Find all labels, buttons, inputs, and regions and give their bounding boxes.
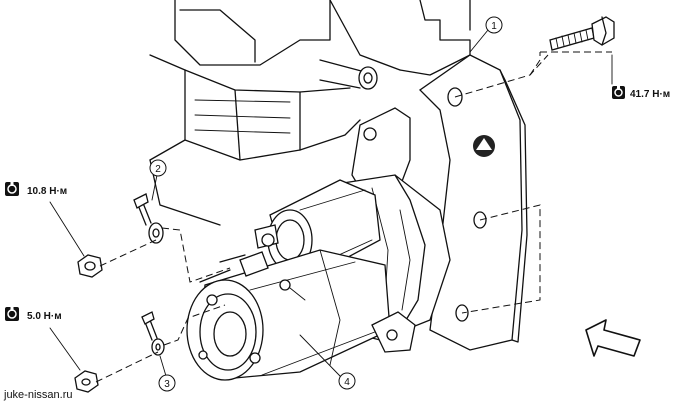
starter-motor xyxy=(186,107,451,381)
callout-2: 2 xyxy=(149,159,167,201)
torque-wrench-icon xyxy=(5,307,19,321)
callout-4-number: 4 xyxy=(344,377,350,388)
torque-wrench-icon xyxy=(5,182,19,196)
torque-label-terminal-large: 10.8 Н·м xyxy=(27,186,67,197)
transmission-flange xyxy=(418,54,528,351)
callout-1-number: 1 xyxy=(491,21,497,32)
torque-label-mount-bolt: 41.7 Н·м xyxy=(630,89,670,100)
washer-upper xyxy=(133,193,164,244)
mounting-bolt xyxy=(549,16,615,51)
torque-spec-mount-bolt: 41.7 Н·м xyxy=(611,54,670,100)
watermark-text: juke-nissan.ru xyxy=(3,389,72,401)
torque-spec-terminal-small: 5.0 Н·м xyxy=(5,307,81,371)
callout-2-number: 2 xyxy=(155,164,161,175)
front-direction-arrow-icon xyxy=(585,319,641,357)
terminal-nut-large xyxy=(77,254,103,278)
torque-spec-terminal-large: 10.8 Н·м xyxy=(5,182,85,257)
callout-1: 1 xyxy=(469,16,503,53)
alignment-lines xyxy=(95,51,612,383)
callout-3: 3 xyxy=(158,355,176,392)
callout-4: 4 xyxy=(299,334,356,390)
washer-lower xyxy=(141,311,165,356)
engine-block xyxy=(149,0,471,226)
callout-3-number: 3 xyxy=(164,379,170,390)
torque-wrench-icon xyxy=(612,86,625,99)
terminal-nut-small xyxy=(74,370,99,393)
torque-label-terminal-small: 5.0 Н·м xyxy=(27,311,62,322)
